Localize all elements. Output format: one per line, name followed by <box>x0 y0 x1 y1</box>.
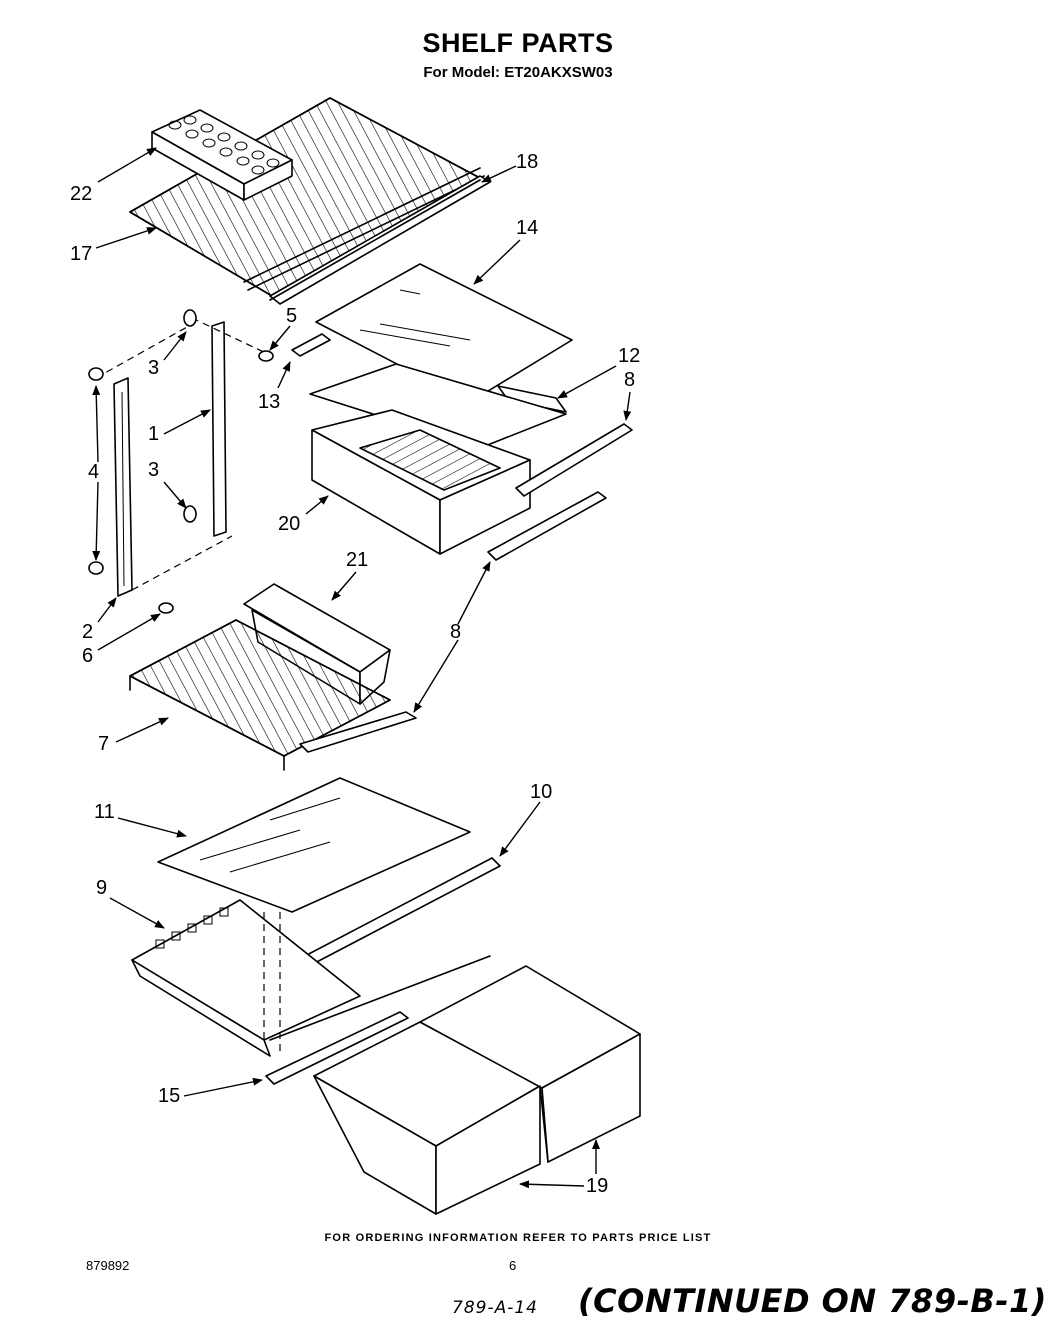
part-19-crisper-pan-right <box>419 965 641 1163</box>
page-title: SHELF PARTS <box>422 28 614 58</box>
document-number: 879892 <box>86 1258 130 1273</box>
part-8-trim-lower <box>299 711 417 753</box>
callout-18: 18 <box>516 151 539 173</box>
callout-19: 19 <box>586 1175 609 1197</box>
callout-9: 9 <box>96 877 108 899</box>
callout-3-upper: 3 <box>148 357 160 379</box>
part-3-lower-cap <box>183 505 197 523</box>
callout-15: 15 <box>158 1085 181 1107</box>
part-9-crisper-frame <box>131 899 491 1057</box>
callout-17: 17 <box>70 243 93 265</box>
callout-4: 4 <box>88 461 100 483</box>
model-subtitle: For Model: ET20AKXSW03 <box>423 64 613 81</box>
part-22-ice-tray <box>151 109 293 201</box>
part-3-upper-cap <box>183 309 197 327</box>
callout-10: 10 <box>530 781 553 803</box>
part-4-upper-cap <box>88 367 104 381</box>
part-4-lower-cap <box>88 561 104 575</box>
callout-20: 20 <box>278 513 301 535</box>
callout-14: 14 <box>516 217 539 239</box>
page-number: 6 <box>509 1258 517 1273</box>
part-5-screw <box>258 350 274 362</box>
callout-arrows <box>92 147 632 1189</box>
part-6-screw <box>158 602 174 614</box>
part-2-shelf-ladder <box>95 321 233 597</box>
callout-1: 1 <box>148 423 160 445</box>
callout-13: 13 <box>258 391 281 413</box>
part-8-trim-upper <box>515 423 633 497</box>
part-1-shelf-ladder <box>191 317 269 537</box>
callout-5: 5 <box>286 305 298 327</box>
callout-6: 6 <box>82 645 94 667</box>
handwritten-reference: 789-A-14 <box>452 1298 538 1318</box>
part-20-crisper-drawer <box>309 363 567 555</box>
part-15-rail <box>265 1011 409 1085</box>
part-11-glass-shelf <box>157 777 471 913</box>
callout-3-lower: 3 <box>148 459 160 481</box>
callout-11: 11 <box>94 801 115 823</box>
callout-12: 12 <box>618 345 641 367</box>
callout-8-lower: 8 <box>450 621 462 643</box>
callout-8-upper: 8 <box>624 369 636 391</box>
callout-21: 21 <box>346 549 369 571</box>
part-13-left-rail <box>291 333 331 357</box>
callout-2: 2 <box>82 621 94 643</box>
part-8-trim-middle <box>487 491 607 561</box>
continued-note: (CONTINUED ON 789-B-1) <box>578 1282 1047 1320</box>
ordering-note: FOR ORDERING INFORMATION REFER TO PARTS … <box>324 1232 712 1244</box>
callout-22: 22 <box>70 183 93 205</box>
callout-7: 7 <box>98 733 110 755</box>
part-19-crisper-pan-left <box>313 1021 541 1215</box>
part-7-wire-shelf <box>129 619 391 771</box>
